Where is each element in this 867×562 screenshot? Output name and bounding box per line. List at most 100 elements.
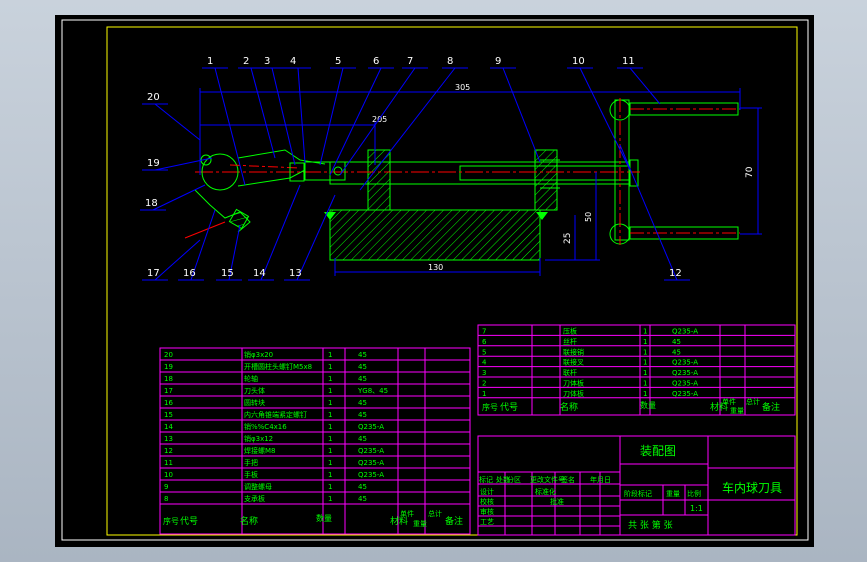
bom-left-material-20: 45	[358, 351, 367, 359]
bom-left-header-total: 总计	[428, 509, 442, 518]
bom-right-qty-2: 1	[643, 380, 647, 388]
bom-left-no-20: 20	[164, 351, 173, 359]
callout-number-20: 20	[147, 92, 160, 103]
bom-left-qty-11: 1	[328, 459, 332, 467]
title-revision-2: 分区	[507, 475, 521, 484]
callout-number-5: 5	[335, 56, 341, 67]
callout-leader-2	[250, 67, 276, 159]
callout-leader-6	[329, 67, 382, 176]
bom-left-material-12: Q235-A	[358, 447, 384, 455]
bom-right-name-6: 丝杆	[563, 337, 577, 346]
callout-leader-8	[359, 67, 456, 191]
title-approve: 批准	[550, 497, 564, 506]
callout-leader-9	[502, 67, 541, 163]
bom-left-header-material: 材料	[390, 515, 408, 527]
bom-right-name-3: 联杆	[563, 368, 577, 377]
callout-leader-13	[296, 194, 336, 281]
bom-right-qty-1: 1	[643, 390, 647, 398]
link-fork	[289, 162, 305, 182]
tool-tip	[184, 221, 226, 239]
bom-right-qty-7: 1	[643, 328, 647, 336]
callout-leader-12	[619, 144, 678, 281]
base-mark-right	[536, 212, 548, 220]
link-pin-block	[304, 161, 346, 181]
clamp-end	[629, 159, 639, 187]
bom-right-material-1: Q235-A	[672, 390, 698, 398]
title-stage-label-2: 比例	[687, 489, 701, 498]
bom-left-qty-8: 1	[328, 495, 332, 503]
bom-right-name-5: 联接销	[563, 347, 584, 356]
cutter-wheel	[201, 153, 239, 191]
bom-left-header-name: 名称	[240, 515, 258, 527]
title-revision-0: 标记	[479, 475, 493, 484]
callout-leader-5	[319, 67, 344, 166]
callout-leader-15	[228, 224, 241, 281]
bom-right-header-qty: 数量	[640, 400, 656, 410]
callout-leader-19	[154, 157, 213, 171]
callout-number-18: 18	[145, 198, 158, 209]
bom-right-no-2: 2	[482, 380, 486, 388]
bom-left-material-11: Q235-A	[358, 459, 384, 467]
bom-right-no-3: 3	[482, 369, 486, 377]
cutter-arm	[194, 189, 251, 233]
base-block	[329, 209, 541, 261]
bom-left-name-20: 销φ3x20	[244, 350, 273, 359]
bom-right-material-2: Q235-A	[672, 380, 698, 388]
callout-number-16: 16	[183, 268, 196, 279]
bom-right-name-2: 刀体板	[563, 379, 584, 388]
bom-right-material-4: Q235-A	[672, 359, 698, 367]
bom-left-no-19: 19	[164, 363, 173, 371]
title-role-1: 校核	[480, 497, 494, 506]
callout-number-6: 6	[373, 56, 379, 67]
bom-right-material-6: 45	[672, 338, 681, 346]
bom-left-qty-17: 1	[328, 387, 332, 395]
title-drawing-type: 装配图	[640, 444, 676, 458]
link-centerline	[229, 164, 301, 169]
bom-right-no-5: 5	[482, 348, 486, 356]
callout-leader-4	[297, 67, 306, 164]
bom-left-name-9: 调整螺母	[244, 482, 272, 491]
dim-text-305: 305	[455, 83, 470, 92]
bom-left-no-12: 12	[164, 447, 173, 455]
title-role-3: 工艺	[480, 518, 494, 526]
bom-left-material-10: Q235-A	[358, 471, 384, 479]
bom-left-qty-13: 1	[328, 435, 332, 443]
bom-left-no-9: 9	[164, 483, 168, 491]
outer-frame	[61, 19, 809, 541]
bom-left-material-16: 45	[358, 399, 367, 407]
bom-right-name-4: 联接叉	[563, 358, 584, 367]
bom-left-header-remark: 备注	[445, 515, 463, 527]
bom-left-name-13: 销φ3x12	[244, 434, 273, 443]
bom-left-header-unit: 单件	[400, 509, 414, 518]
callout-number-1: 1	[207, 56, 213, 67]
bom-left-no-17: 17	[164, 387, 173, 395]
bom-left-qty-9: 1	[328, 483, 332, 491]
bom-left-no-11: 11	[164, 459, 173, 467]
callout-number-3: 3	[264, 56, 270, 67]
sheet-background	[55, 15, 814, 547]
bom-right-qty-5: 1	[643, 348, 647, 356]
callout-leader-7	[339, 67, 416, 176]
bom-left-no-14: 14	[164, 423, 173, 431]
link-pin	[333, 166, 343, 176]
bom-left-name-11: 手把	[244, 458, 258, 467]
bom-left-material-17: YG8、45	[357, 387, 388, 395]
dim-text-130: 130	[428, 263, 443, 272]
bom-left-name-18: 轮轴	[244, 374, 258, 383]
bom-right-qty-3: 1	[643, 369, 647, 377]
callout-number-8: 8	[447, 56, 453, 67]
bom-left-header-weight: 重量	[413, 520, 427, 528]
bom-left-material-19: 45	[358, 363, 367, 371]
left-support-post	[367, 149, 391, 211]
title-revision-4: 签名	[561, 475, 575, 484]
bom-left-no-15: 15	[164, 411, 173, 419]
bom-left-qty-18: 1	[328, 375, 332, 383]
callout-leader-20	[154, 103, 201, 141]
bom-left-no-18: 18	[164, 375, 173, 383]
callout-number-10: 10	[572, 56, 585, 67]
bom-left-qty-20: 1	[328, 351, 332, 359]
title-revision-3: 更改文件号	[530, 475, 565, 484]
bom-left-name-14: 销%%C4x16	[244, 422, 287, 431]
bom-left-material-13: 45	[358, 435, 367, 443]
